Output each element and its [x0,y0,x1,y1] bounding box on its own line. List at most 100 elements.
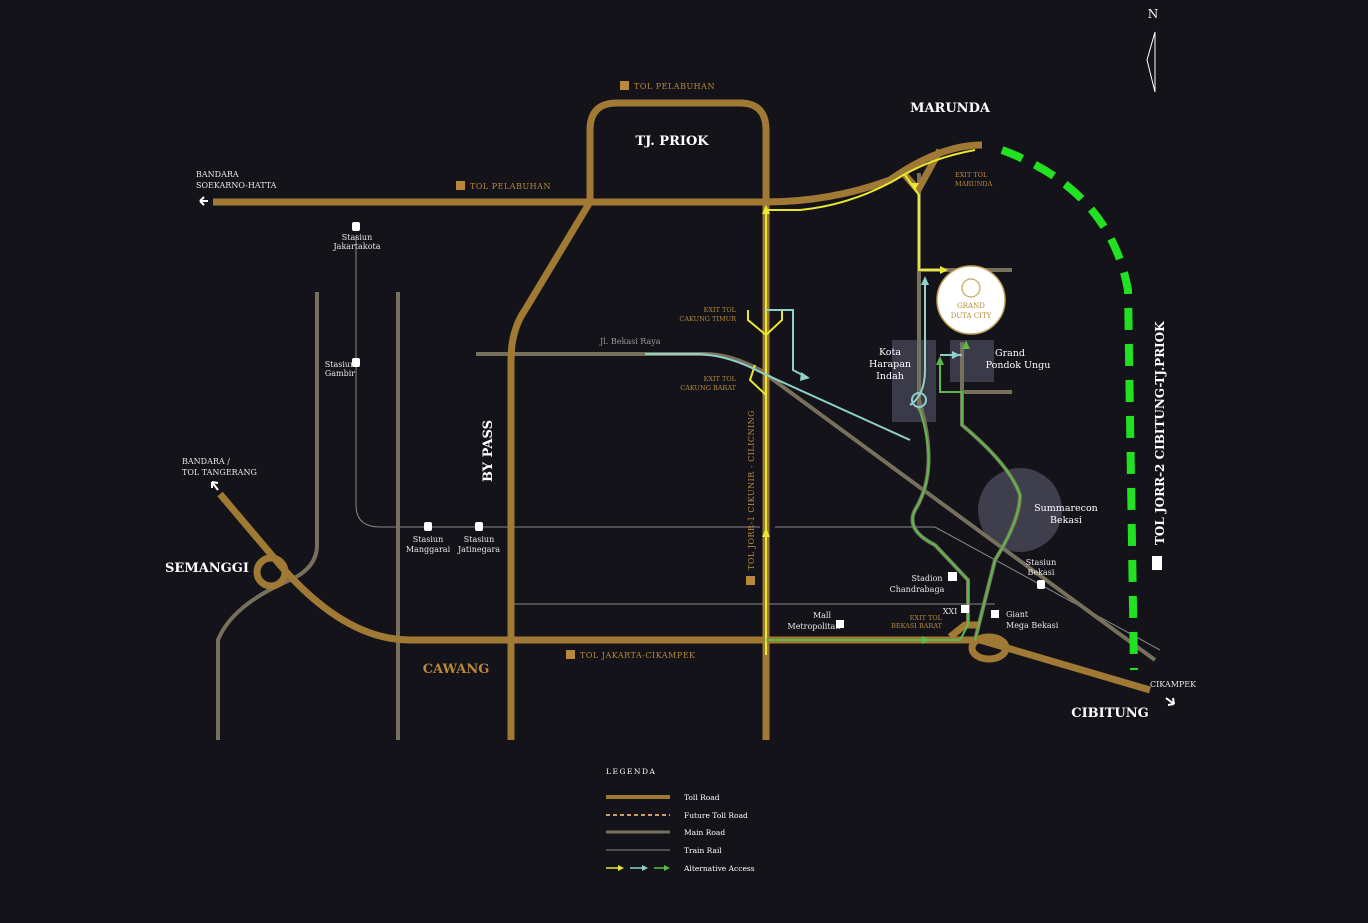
label-kota-harapan-2: Harapan [869,359,911,370]
label-exit-marunda-1: EXIT TOL [955,171,988,179]
label-semanggi: SEMANGGI [165,561,249,576]
tree-icon [961,278,981,298]
label-tol-jorr1: TOL JORR-1 CIKUNIR - CILICNING [747,410,756,570]
label-stasiun-manggarai-1: Stasiun [413,535,443,544]
label-bypass: BY PASS [481,420,496,482]
train-icon [424,522,432,531]
toll-icon-3 [566,650,575,659]
label-cibitung: CIBITUNG [1071,706,1149,721]
yellow-exit-cakung-timur [747,310,783,336]
label-xxi: XXI [943,607,958,616]
district-kota-harapan-indah [892,340,936,422]
toll-icon-4 [746,576,755,585]
train-icons [352,222,1045,589]
yellow-arrows [762,183,948,537]
yellow-route-marunda [904,174,945,271]
label-stasiun-jakartakota-1: Stasiun [342,233,372,242]
legend-label-rail: Train Rail [684,846,722,855]
label-stasiun-jatinegara-2: Jatinegara [457,545,500,554]
toll-icon-2 [456,181,465,190]
label-bandara-tangerang-2: TOL TANGERANG [182,468,257,477]
label-mall-1: Mall [813,611,832,620]
label-cawang: CAWANG [423,662,490,677]
future-toll-jorr2 [1000,146,1138,671]
label-exit-cakung-barat-2: CAKUNG BARAT [680,384,736,392]
toll-roads [213,99,1151,740]
label-tol-jorr2: TOL JORR-2 CIBITUNG-TJ.PRIOK [1153,321,1167,545]
label-exit-cakung-barat-1: EXIT TOL [704,375,737,383]
label-exit-marunda-2: MARUNDA [955,180,993,188]
label-exit-cakung-timur-1: EXIT TOL [704,306,737,314]
green-arrows [922,340,970,644]
legend-label-access: Alternative Access [683,864,755,873]
arrow-left-icon [199,196,208,206]
label-mall-2: Metropolitan [788,622,841,631]
legend-label-future: Future Toll Road [684,811,748,820]
legend-label-toll: Toll Road [684,793,720,802]
label-stasiun-gambir-2: Gambir [325,369,355,378]
toll-bypass [507,200,593,740]
label-pondok-ungu-2: Pondok Ungu [986,360,1051,371]
district-grand-pondok-ungu [950,340,994,382]
train-icon [352,358,360,367]
green-route-pondok [939,360,1022,641]
arrow-down-right-icon [1165,697,1175,706]
exit-bekasi-barat-ramp [947,621,980,640]
label-exit-bekasi-barat-1: EXIT TOL [910,614,943,622]
yellow-exit-cakung-barat [748,364,767,396]
label-stasiun-gambir-1: Stasiun [325,360,355,369]
cinema-icon [961,605,969,613]
label-stadion-1: Stadion [911,574,942,583]
yellow-route-main [765,149,976,655]
label-marunda: MARUNDA [910,101,991,116]
access-green [766,360,1022,641]
label-giant-2: Mega Bekasi [1006,621,1059,630]
shopping-bag-icon [991,610,999,618]
label-tol-jakarta-cikampek: TOL JAKARTA-CIKAMPEK [580,651,696,660]
toll-pelabuhan-loop-jorr1 [586,99,770,740]
toll-pelabuhan [213,141,983,206]
label-stasiun-jatinegara-1: Stasiun [464,535,494,544]
label-giant-1: Giant [1006,610,1029,619]
label-kota-harapan-1: Kota [879,347,901,358]
arrow-up-left-icon [211,481,219,491]
compass-north-label: N [1148,7,1159,21]
train-icon [475,522,483,531]
cyan-route-bekasi-raya [645,353,911,441]
legend: LEGENDA Toll Road Future Toll Road Main … [606,767,755,873]
label-kota-harapan-3: Indah [876,371,904,382]
compass: N [1146,7,1159,93]
label-bandara-tangerang-1: BANDARA / [182,457,230,466]
grand-duta-city-logo: GRAND DUTA CITY [936,265,1006,335]
toll-icon-1 [620,81,629,90]
label-bandara-soetta-1: BANDARA [196,170,239,179]
main-road-west [216,292,319,740]
label-tol-pelabuhan: TOL PELABUHAN [470,182,551,191]
legend-title: LEGENDA [606,767,656,776]
semanggi-cloverleaf [253,554,289,590]
train-icon [352,222,360,231]
green-route-harapan [766,407,969,641]
shopping-bag-icon [836,620,844,628]
toll-jakarta-cikampek [217,491,1151,694]
toll-icon-5 [1152,556,1162,570]
label-summarecon-1: Summarecon [1034,503,1098,514]
rail-line-central [355,235,760,528]
kota-harapan-roundabout [911,392,927,408]
bekasi-barat-loop [968,633,1010,663]
label-exit-bekasi-barat-2: BEKASI BARAT [891,622,943,630]
label-stasiun-manggarai-2: Manggarai [406,545,451,554]
train-icon [1037,580,1045,589]
label-summarecon-2: Bekasi [1050,515,1082,526]
cyan-route-cakung [766,309,809,379]
stadium-icon [948,572,957,581]
label-stasiun-jakartakota-2: Jakartakota [332,242,380,251]
label-tol-pelabuhan-top: TOL PELABUHAN [634,82,715,91]
label-cikampek: CIKAMPEK [1150,680,1197,689]
label-exit-cakung-timur-2: CAKUNG TIMUR [679,315,737,323]
label-stasiun-bekasi-2: Bekasi [1028,568,1055,577]
label-stadion-2: Chandrabaga [890,585,945,594]
logo-text-1: GRAND [957,302,985,310]
